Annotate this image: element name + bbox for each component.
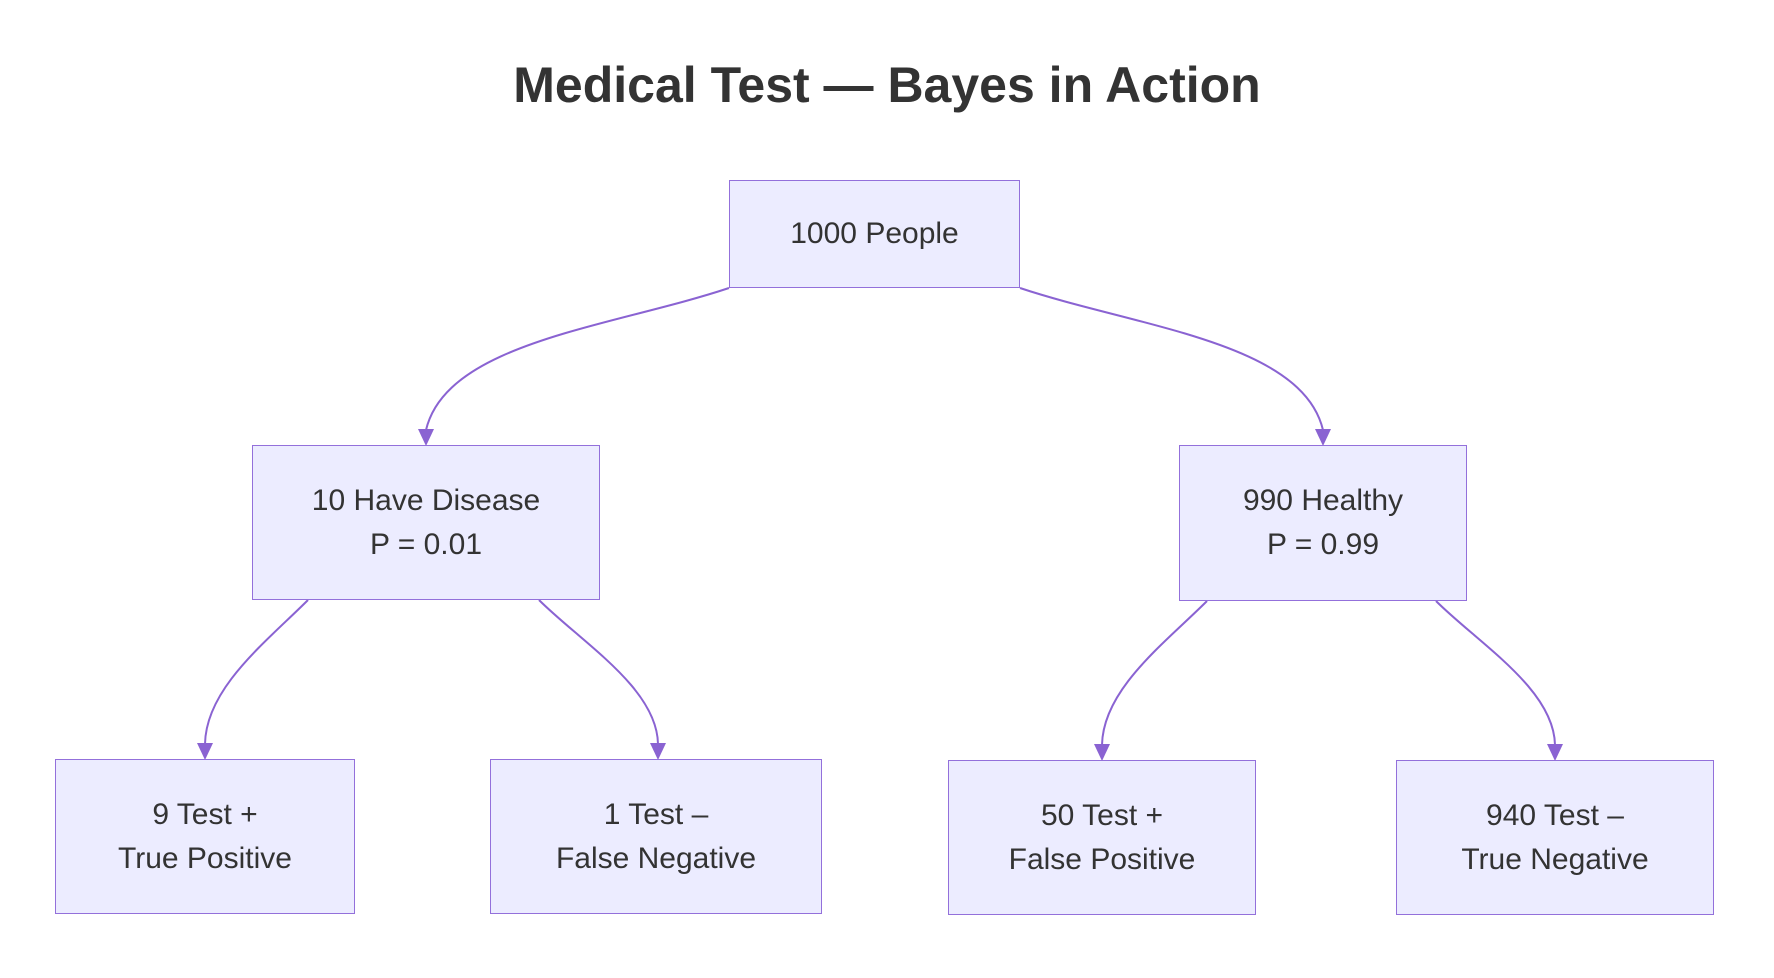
edge-root-disease xyxy=(425,287,730,431)
arrowhead-healthy xyxy=(1315,429,1331,446)
node-healthy-probability: P = 0.99 xyxy=(1266,528,1380,561)
arrowhead-disease xyxy=(418,429,434,446)
arrowhead-false-positive xyxy=(1094,744,1110,761)
node-disease-probability: P = 0.01 xyxy=(369,527,483,561)
node-disease: 10 Have Disease P = 0.01 xyxy=(252,445,600,600)
node-true-negative: 940 Test – True Negative xyxy=(1396,760,1714,915)
node-true-positive-count: 9 Test + xyxy=(152,797,258,831)
node-disease-label: 10 Have Disease xyxy=(311,483,541,517)
node-false-positive-count: 50 Test + xyxy=(1040,798,1164,832)
node-root: 1000 People xyxy=(729,180,1020,288)
node-true-negative-label: True Negative xyxy=(1461,842,1649,876)
node-false-positive-label: False Positive xyxy=(1008,842,1196,876)
edge-root-healthy xyxy=(1019,287,1324,431)
edge-healthy-false-positive xyxy=(1101,600,1208,746)
edge-disease-true-positive xyxy=(204,599,309,745)
node-false-negative-label: False Negative xyxy=(555,841,757,875)
node-false-positive: 50 Test + False Positive xyxy=(948,760,1256,915)
node-true-negative-count: 940 Test – xyxy=(1486,798,1624,832)
arrowhead-true-positive xyxy=(197,743,213,760)
node-root-label: 1000 People xyxy=(790,217,959,250)
edge-disease-false-negative xyxy=(538,599,659,745)
arrowhead-true-negative xyxy=(1547,744,1563,761)
arrowhead-false-negative xyxy=(650,743,666,760)
edge-healthy-true-negative xyxy=(1435,600,1556,746)
diagram-title: Medical Test — Bayes in Action xyxy=(513,57,1261,113)
node-true-positive-label: True Positive xyxy=(118,841,292,875)
node-true-positive: 9 Test + True Positive xyxy=(55,759,355,914)
node-false-negative-count: 1 Test – xyxy=(603,797,709,831)
node-healthy: 990 Healthy P = 0.99 xyxy=(1179,445,1467,601)
node-healthy-label: 990 Healthy xyxy=(1242,484,1404,517)
node-false-negative: 1 Test – False Negative xyxy=(490,759,822,914)
